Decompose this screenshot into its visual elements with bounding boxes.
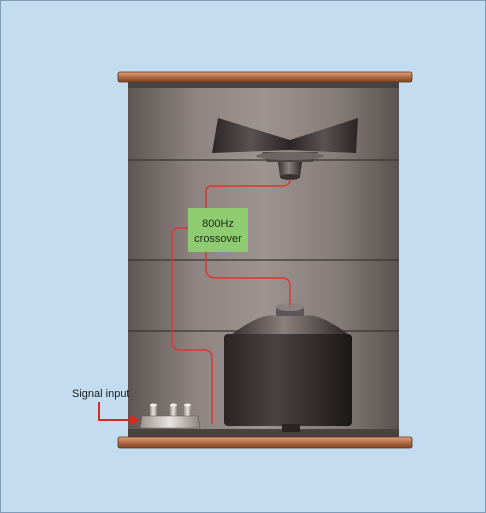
- wire-input-to-crossover: [171, 227, 213, 424]
- signal-input-label: Signal input: [72, 388, 130, 400]
- signal-input-arrow: [98, 402, 140, 425]
- crossover-box: 800Hz crossover: [188, 208, 248, 252]
- crossover-label-line1: 800Hz: [202, 218, 234, 230]
- input-terminal-icon: [139, 403, 201, 429]
- bottom-base: [117, 429, 413, 449]
- wiring: [171, 178, 291, 424]
- horn-tweeter-icon: [212, 118, 358, 180]
- woofer-driver-icon: [224, 303, 352, 432]
- wire-crossover-to-woofer: [205, 252, 291, 306]
- wire-crossover-to-tweeter: [205, 178, 291, 208]
- top-cap: [117, 71, 413, 88]
- crossover-label-line2: crossover: [194, 233, 242, 245]
